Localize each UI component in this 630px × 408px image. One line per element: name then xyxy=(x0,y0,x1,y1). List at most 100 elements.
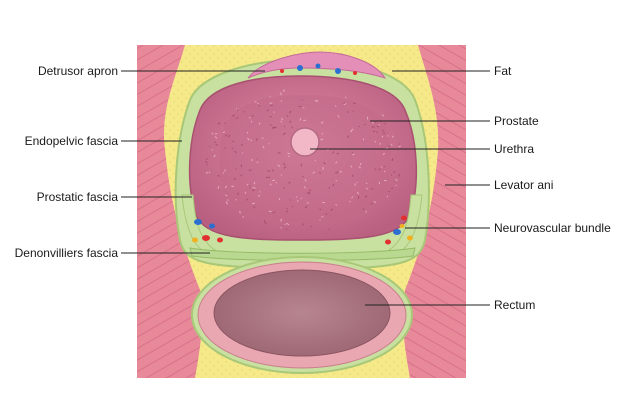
prostate-speckle xyxy=(308,189,312,192)
prostate-speckle xyxy=(272,212,274,214)
prostate-speckle xyxy=(300,164,303,167)
prostate-speckle xyxy=(308,191,310,195)
prostate-speckle xyxy=(306,202,309,204)
prostate-speckle xyxy=(234,150,237,154)
prostate-speckle xyxy=(270,104,273,107)
prostate-speckle xyxy=(303,186,307,189)
prostate-speckle xyxy=(225,134,228,137)
prostate-speckle xyxy=(267,170,271,172)
prostate-speckle xyxy=(356,181,358,184)
prostate-speckle xyxy=(332,183,335,187)
prostate-speckle xyxy=(269,102,273,104)
prostate-speckle xyxy=(261,137,264,139)
prostate-speckle xyxy=(289,110,292,114)
prostate-speckle xyxy=(224,147,226,149)
prostate-speckle xyxy=(297,199,299,202)
prostate-speckle xyxy=(258,122,261,125)
prostate-speckle xyxy=(288,181,291,184)
label-levator-ani: Levator ani xyxy=(494,178,554,192)
prostate-speckle xyxy=(246,183,249,186)
prostate-speckle xyxy=(259,191,261,193)
prostate-speckle xyxy=(227,199,229,201)
prostate-speckle xyxy=(321,132,324,135)
prostate-speckle xyxy=(217,122,221,125)
detrusor-vessels xyxy=(280,63,357,75)
prostate-speckle xyxy=(383,165,386,168)
neurovascular-bundle-right xyxy=(385,215,413,245)
prostate-speckle xyxy=(243,111,245,113)
prostate-speckle xyxy=(387,145,390,147)
prostate-speckle xyxy=(321,216,324,218)
label-detrusor-apron: Detrusor apron xyxy=(37,64,118,78)
prostate-speckle xyxy=(356,191,360,195)
label-prostatic-fascia: Prostatic fascia xyxy=(36,190,118,204)
prostate-speckle xyxy=(217,175,221,177)
prostate-speckle xyxy=(349,200,351,203)
prostate-speckle xyxy=(390,144,393,146)
prostate-speckle xyxy=(386,195,388,198)
prostate-speckle xyxy=(248,117,251,119)
prostate-speckle xyxy=(213,154,216,158)
prostate-speckle xyxy=(335,203,338,206)
prostate-speckle xyxy=(264,220,266,223)
prostate-speckle xyxy=(237,192,239,196)
prostate-speckle xyxy=(269,96,271,98)
prostate-speckle xyxy=(242,215,244,218)
prostate-speckle xyxy=(351,152,354,154)
prostate-speckle xyxy=(268,176,271,178)
prostate-speckle xyxy=(387,135,389,137)
prostate-speckle xyxy=(323,161,326,165)
prostate-speckle xyxy=(286,222,290,226)
prostate-speckle xyxy=(280,174,283,176)
prostate-speckle xyxy=(224,122,226,124)
prostate-speckle xyxy=(373,201,377,203)
prostate-speckle xyxy=(337,115,340,118)
prostate-speckle xyxy=(335,161,338,164)
prostate-speckle xyxy=(365,187,368,190)
prostate-speckle xyxy=(269,183,272,186)
prostate-speckle xyxy=(371,122,374,124)
prostate-speckle xyxy=(217,186,219,189)
prostate-speckle xyxy=(378,143,381,145)
prostate-speckle xyxy=(302,175,304,178)
prostate-speckle xyxy=(384,180,387,182)
prostate-speckle xyxy=(248,169,252,172)
prostate-speckle xyxy=(248,185,251,187)
prostate-speckle xyxy=(236,107,238,110)
prostate-speckle xyxy=(314,159,316,162)
prostate-speckle xyxy=(354,183,356,186)
prostate-speckle xyxy=(320,138,324,141)
neurovascular-bundle-left xyxy=(192,219,223,243)
prostate-speckle xyxy=(287,152,291,154)
prostate-speckle xyxy=(256,161,259,164)
prostate-speckle xyxy=(371,126,375,128)
prostate-speckle xyxy=(253,181,256,185)
prostate-speckle xyxy=(252,189,255,192)
prostate-speckle xyxy=(391,158,394,162)
prostate-speckle xyxy=(345,102,347,105)
prostate-speckle xyxy=(335,172,338,174)
prostate-speckle xyxy=(241,152,244,154)
prostate-speckle xyxy=(319,171,322,174)
prostate-speckle xyxy=(393,171,396,173)
prostate-speckle xyxy=(370,202,373,205)
prostate-speckle xyxy=(383,171,386,173)
prostate-speckle xyxy=(254,101,257,103)
prostate-speckle xyxy=(303,119,307,122)
prostate-speckle xyxy=(376,131,379,134)
prostate-speckle xyxy=(364,195,368,198)
prostate-speckle xyxy=(211,132,214,135)
prostate-speckle xyxy=(304,205,308,209)
prostate-speckle xyxy=(300,163,302,165)
prostate-speckle xyxy=(270,124,272,126)
prostate-speckle xyxy=(352,174,354,177)
prostate-speckle xyxy=(328,186,331,189)
prostate-speckle xyxy=(352,153,355,156)
prostate-speckle xyxy=(286,207,288,210)
prostate-speckle xyxy=(384,122,387,125)
prostate-speckle xyxy=(365,210,367,213)
prostate-speckle xyxy=(391,135,394,138)
prostate-speckle xyxy=(328,228,330,231)
prostate-speckle xyxy=(274,127,277,129)
prostate-speckle xyxy=(231,147,233,149)
